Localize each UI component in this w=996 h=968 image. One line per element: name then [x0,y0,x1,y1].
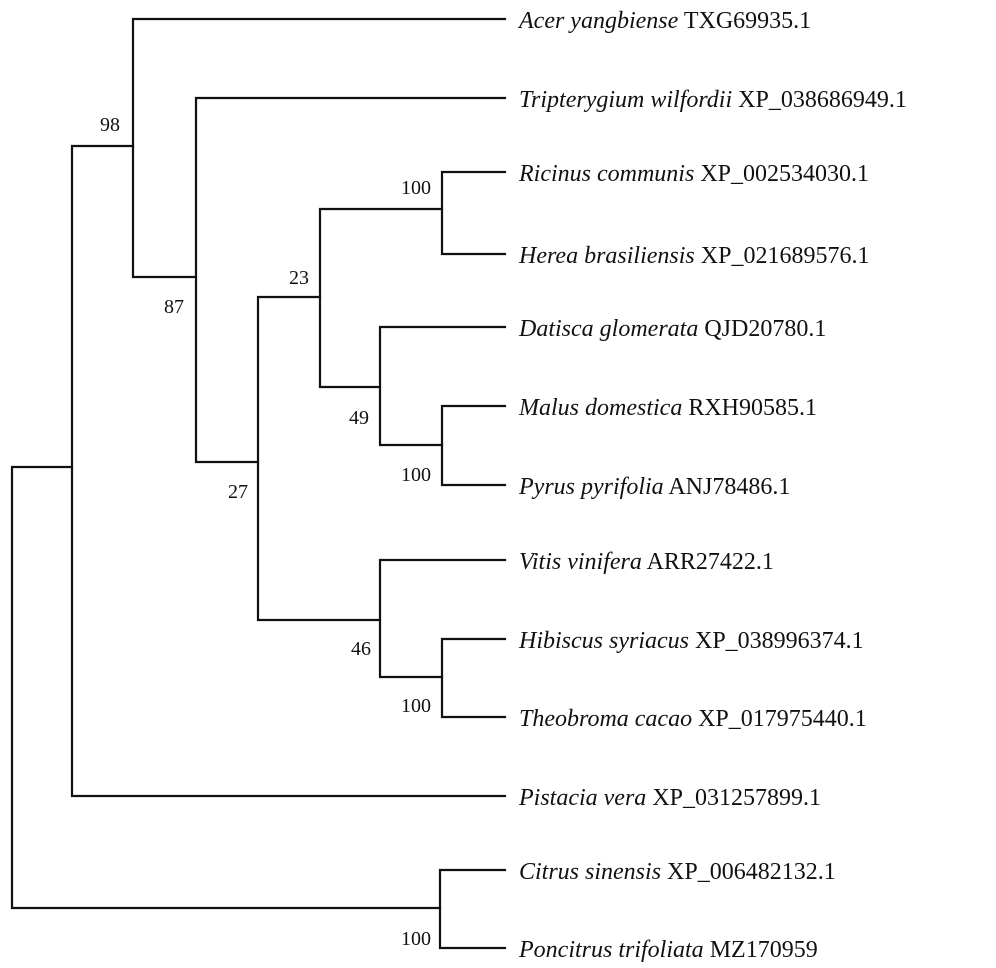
taxon-species: Datisca glomerata [518,316,698,342]
taxon-accession: XP_017975440.1 [698,706,867,732]
bootstrap-tripterygium-clade: 87 [164,296,184,318]
branch-node-main [70,144,507,798]
taxon-species: Vitis vinifera [519,549,642,575]
branch-node-98 [131,17,507,279]
taxon-label: Ricinus communis XP_002534030.1 [518,161,869,187]
taxon-label: Citrus sinensis XP_006482132.1 [519,859,836,885]
branch-node-ricinus-herea [440,170,507,256]
taxon-accession: XP_038996374.1 [695,628,864,654]
taxon-species: Tripterygium wilfordii [519,87,732,113]
branch-node-87 [194,96,507,464]
taxon-species: Malus domestica [518,395,682,421]
bootstrap-ingroup: 27 [228,481,248,503]
taxon-label: Vitis vinifera ARR27422.1 [519,549,774,575]
bootstrap-citrus-poncitrus: 100 [401,928,431,950]
bootstrap-malus-pyrus: 100 [401,464,431,486]
taxon-label: Acer yangbiense TXG69935.1 [517,8,811,34]
branch-node-46 [378,558,507,679]
taxon-label: Datisca glomerata QJD20780.1 [518,316,826,342]
bootstrap-datisca-malus-pyrus: 49 [349,407,369,429]
taxon-species: Herea brasiliensis [518,243,695,269]
taxon-label: Poncitrus trifoliata MZ170959 [518,937,818,963]
taxon-labels: Acer yangbiense TXG69935.1 Tripterygium … [517,8,907,963]
taxon-species: Theobroma cacao [519,706,692,732]
taxon-accession: TXG69935.1 [684,8,811,34]
bootstrap-acer-clade: 98 [100,114,120,136]
taxon-accession: XP_002534030.1 [700,161,869,187]
bootstrap-labels: 98 87 100 23 49 100 27 46 100 100 [100,114,431,950]
taxon-label: Pyrus pyrifolia ANJ78486.1 [518,474,790,500]
taxon-accession: RXH90585.1 [688,395,817,421]
branch-node-49 [378,325,507,447]
taxon-species: Pyrus pyrifolia [518,474,664,500]
taxon-accession: XP_021689576.1 [701,243,870,269]
taxon-accession: XP_038686949.1 [738,87,907,113]
branch-node-malus-pyrus [440,404,507,487]
taxon-species: Pistacia vera [518,785,646,811]
taxon-label: Pistacia vera XP_031257899.1 [518,785,821,811]
taxon-label: Theobroma cacao XP_017975440.1 [519,706,867,732]
taxon-label: Malus domestica RXH90585.1 [518,395,817,421]
branch-node-27 [256,295,382,622]
taxon-label: Herea brasiliensis XP_021689576.1 [518,243,869,269]
taxon-accession: ARR27422.1 [647,549,774,575]
bootstrap-ricinus-herea: 100 [401,177,431,199]
taxon-species: Citrus sinensis [519,859,661,885]
taxon-accession: XP_031257899.1 [652,785,821,811]
taxon-accession: QJD20780.1 [704,316,826,342]
bootstrap-euphorbia-rosales: 23 [289,267,309,289]
tree-branches [10,17,507,950]
taxon-label: Tripterygium wilfordii XP_038686949.1 [519,87,907,113]
taxon-species: Hibiscus syriacus [518,628,689,654]
taxon-species: Ricinus communis [518,161,694,187]
branch-node-23 [318,207,444,389]
branch-root [10,465,442,910]
bootstrap-vitis-malvales: 46 [351,638,371,660]
taxon-accession: XP_006482132.1 [667,859,836,885]
taxon-accession: MZ170959 [710,937,818,963]
taxon-accession: ANJ78486.1 [668,474,790,500]
branch-node-hibiscus-theobroma [440,637,507,719]
taxon-label: Hibiscus syriacus XP_038996374.1 [518,628,864,654]
bootstrap-hibiscus-theobroma: 100 [401,695,431,717]
taxon-species: Poncitrus trifoliata [518,937,704,963]
branch-node-citrus-poncitrus [438,868,507,950]
taxon-species: Acer yangbiense [517,8,679,34]
